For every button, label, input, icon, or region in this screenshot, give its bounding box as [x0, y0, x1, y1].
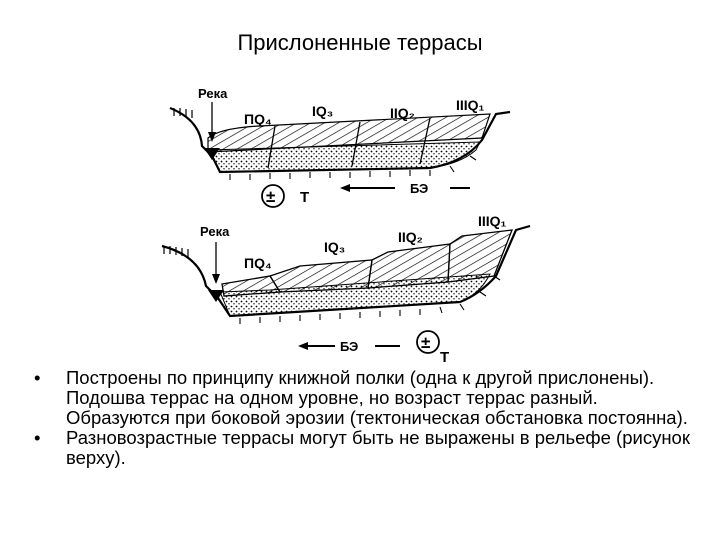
- bullet-text: Построены по принципу книжной полки (одн…: [66, 367, 688, 428]
- top-ground-ticks: [173, 108, 193, 118]
- bottom-terrace-3: [367, 243, 451, 289]
- top-erosion-label: БЭ: [410, 181, 428, 196]
- slide-title: Прислоненные террасы: [237, 30, 483, 55]
- top-tectonic-letter: Т: [300, 189, 309, 206]
- bottom-terrace-4: [447, 229, 514, 283]
- bottom-terrace-label-1: ПQ₄: [244, 255, 272, 271]
- bottom-erosion-label: БЭ: [340, 339, 358, 354]
- top-terrace-label-1: ПQ₄: [244, 111, 272, 127]
- bottom-tectonic-sign: ±: [421, 333, 430, 352]
- top-tectonic-circle: [261, 184, 285, 208]
- top-river-label: Река: [198, 86, 228, 101]
- bullet-item: • Разновозрастные террасы могут быть не …: [30, 428, 690, 468]
- bottom-terrace-2: [269, 259, 373, 293]
- terrace-diagram: Река ПQ₄ IQ₃ IIQ₂ IIIQ₁ ± Т БЭ IIIQ₁: [161, 86, 531, 366]
- bullet-list: • Построены по принципу книжной полки (о…: [30, 368, 690, 468]
- top-terrace-label-4: IIIQ₁: [456, 97, 485, 113]
- top-extra-terrace-label: IIIQ₁: [478, 213, 507, 229]
- bottom-terrace-label-3: IIQ₂: [398, 229, 423, 245]
- bottom-tectonic-circle: [416, 330, 440, 354]
- bullet-marker: •: [34, 367, 41, 388]
- top-profile: [169, 102, 511, 208]
- top-terrace-label-2: IQ₃: [312, 103, 333, 119]
- bullet-item: • Построены по принципу книжной полки (о…: [30, 368, 690, 428]
- bullet-text: Разновозрастные террасы могут быть не вы…: [66, 427, 690, 468]
- bottom-river-water: [208, 290, 224, 302]
- top-river-water: [204, 148, 220, 160]
- bottom-profile: [161, 224, 531, 354]
- bottom-terrace-label-2: IQ₃: [324, 239, 345, 255]
- top-terrace-label-3: IIQ₂: [390, 105, 415, 121]
- bullet-marker: •: [34, 427, 41, 448]
- top-tectonic-sign: ±: [266, 187, 275, 206]
- bottom-river-label: Река: [200, 224, 230, 239]
- bottom-tectonic-letter: Т: [440, 349, 449, 366]
